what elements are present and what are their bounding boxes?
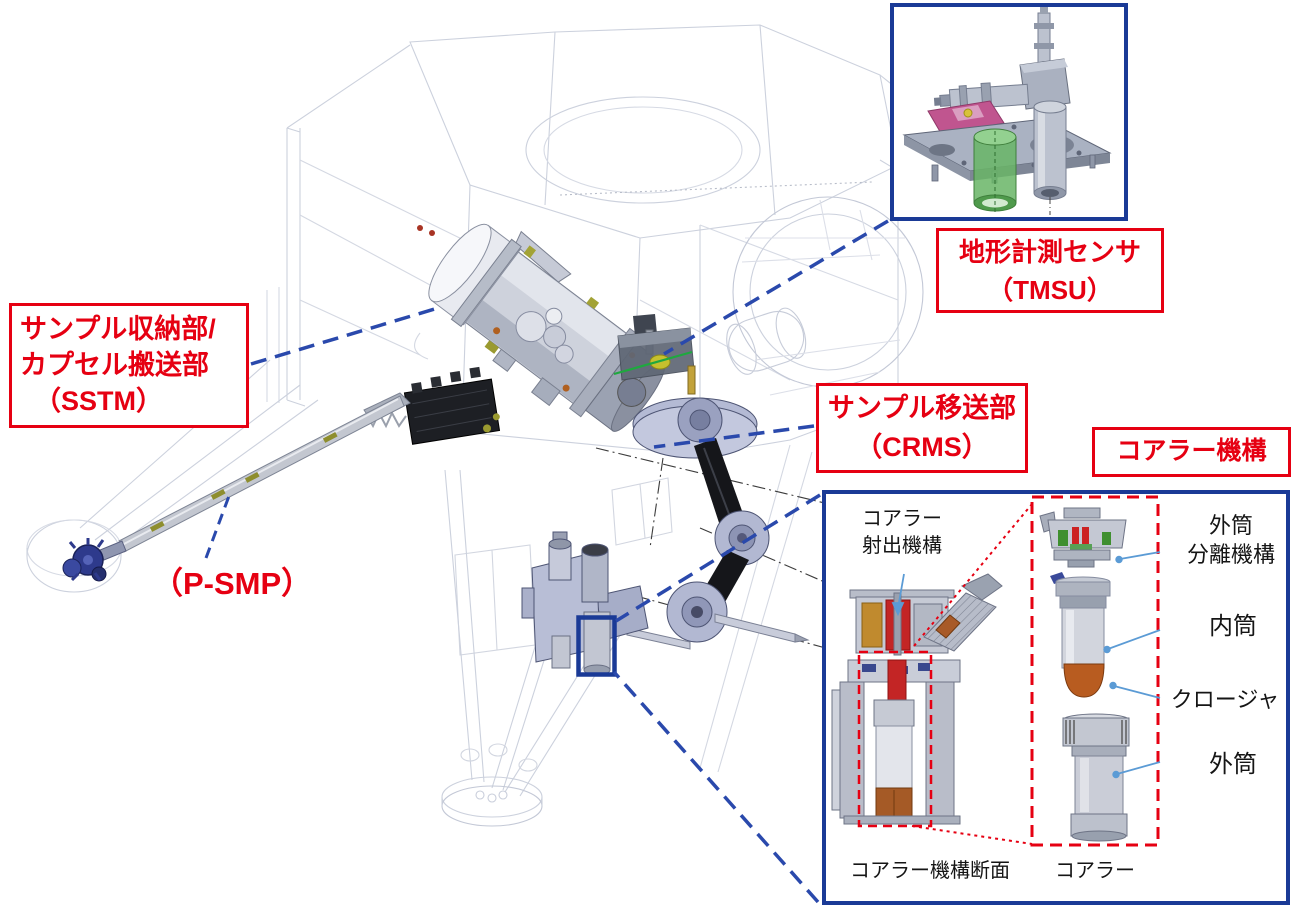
- zoom-dotted-line-bottom: [911, 825, 1033, 845]
- zoom-dotted-line-top: [913, 503, 1033, 647]
- inner-tube-label: 内筒: [1209, 613, 1257, 640]
- outer-tube-illustration: [1062, 713, 1130, 842]
- connector-line-corer-bottom: [612, 670, 820, 904]
- label-tmsu-line1: 地形計測センサ: [958, 237, 1141, 267]
- closure-dome: [1063, 663, 1105, 698]
- green-alignment-line: [613, 350, 693, 376]
- label-sstm-line3: （SSTM）: [34, 385, 164, 416]
- corer-inset-box: コアラー 射出機構 外筒 分離機構 内筒 クロージャ 外筒 コアラー機構断面 コ…: [822, 490, 1290, 905]
- label-psmp: （P-SMP）: [152, 566, 313, 601]
- tmsu-inset-box: [890, 3, 1128, 221]
- tmsu-deck-marker: [613, 314, 695, 381]
- connector-line-corer-top: [615, 493, 821, 623]
- label-crms: サンプル移送部 （CRMS）: [816, 383, 1028, 473]
- label-corer-mechanism: コアラー機構: [1092, 427, 1291, 477]
- boom-root-black-component: [403, 366, 501, 445]
- cross-section-red-dashed-outline: [857, 650, 933, 828]
- inner-tube-illustration: [1050, 572, 1111, 698]
- label-sstm-line2: カプセル搬送部: [20, 349, 209, 380]
- connector-line-crms: [653, 424, 815, 449]
- tmsu-sensor-illustration: [902, 7, 1112, 215]
- label-crms-line1: サンプル移送部: [827, 393, 1017, 423]
- outer-tube-separation-label-line1: 外筒: [1208, 513, 1253, 538]
- sstm-red-marker: [429, 230, 435, 236]
- label-tmsu: 地形計測センサ （TMSU）: [936, 228, 1164, 313]
- corer-ejection-label: コアラー 射出機構: [844, 506, 960, 560]
- corer-cross-section-illustration: [831, 573, 1003, 828]
- corer-parts-red-dashed-box: [1030, 495, 1160, 847]
- label-tmsu-line2: （TMSU）: [987, 274, 1113, 305]
- leader-inner-tube: [1107, 629, 1161, 650]
- sstm-render: [428, 223, 666, 432]
- outer-tube-label: 外筒: [1209, 751, 1257, 778]
- psmp-boom-render: [62, 392, 411, 582]
- corer-ejection-label-line1: コアラー: [862, 508, 942, 530]
- corer-highlight-box: [576, 615, 617, 677]
- outer-tube-separation-label: 外筒 分離機構: [1174, 512, 1288, 569]
- outer-tube-separation-illustration: [1039, 507, 1127, 568]
- outer-tube-separation-label-line2: 分離機構: [1186, 541, 1275, 567]
- corer-inset-graphics: [831, 495, 1161, 847]
- leader-closure: [1113, 685, 1161, 699]
- leader-outer-tube: [1116, 761, 1161, 775]
- psmp-sampler-head: [62, 538, 107, 582]
- label-sstm-line1: サンプル収納部/: [20, 314, 216, 344]
- boom-spring-cable: [365, 410, 407, 429]
- cross-section-caption: コアラー機構断面: [850, 860, 1010, 882]
- connector-line-tmsu: [663, 219, 889, 356]
- corer-ejection-label-line2: 射出機構: [862, 535, 942, 557]
- corer-caption: コアラー: [1055, 860, 1135, 882]
- leader-outer-separation: [1119, 551, 1161, 560]
- connector-line-sstm: [250, 306, 439, 366]
- label-crms-line2: （CRMS）: [855, 432, 989, 463]
- label-sstm: サンプル収納部/ カプセル搬送部 （SSTM）: [9, 303, 249, 428]
- connector-line-psmp: [204, 495, 231, 559]
- sstm-red-marker: [417, 225, 423, 231]
- closure-label: クロージャ: [1170, 687, 1280, 712]
- crms-arm-render: [521, 365, 810, 676]
